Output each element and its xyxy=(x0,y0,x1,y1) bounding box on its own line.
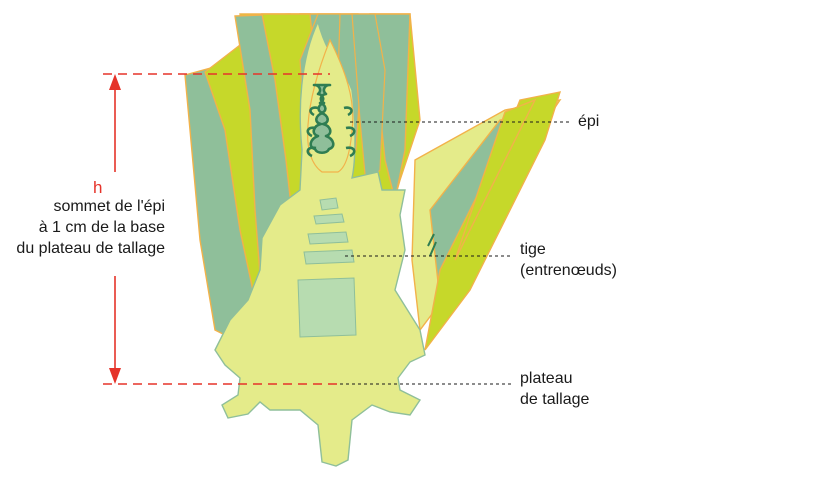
measure-description-line: à 1 cm de la base xyxy=(38,219,165,236)
measure-description-line: du plateau de tallage xyxy=(16,240,165,257)
measure-description: sommet de l'épi à 1 cm de la base du pla… xyxy=(5,196,165,259)
label-spike: épi xyxy=(578,113,600,130)
label-stem-sub: (entrenœuds) xyxy=(520,262,617,279)
internodes xyxy=(297,197,357,338)
label-tillering-node: plateau xyxy=(520,370,573,387)
measure-description-line: sommet de l'épi xyxy=(53,198,165,215)
measure-arrow-h xyxy=(109,74,121,384)
leader-lines xyxy=(340,121,570,385)
measure-guides xyxy=(103,73,338,385)
measure-h-label: h xyxy=(93,178,103,197)
leaves-right xyxy=(411,91,562,351)
stem-tissue xyxy=(214,19,426,467)
label-tillering-node-sub: de tallage xyxy=(520,391,590,408)
spike xyxy=(306,83,356,158)
label-stem: tige xyxy=(520,241,546,258)
